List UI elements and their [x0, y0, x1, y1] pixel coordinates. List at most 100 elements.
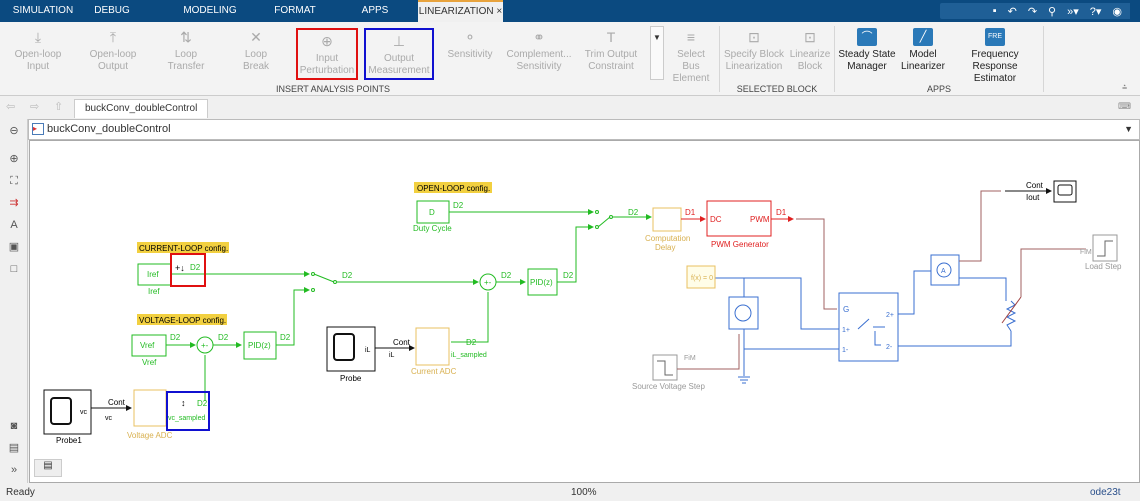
label: Measurement: [368, 65, 430, 76]
complementary-sensitivity-button[interactable]: ⚭Complement...Sensitivity: [503, 26, 575, 82]
solver-config-block[interactable]: f(x) = 0: [686, 265, 716, 289]
forward-icon[interactable]: ⇨: [30, 101, 40, 113]
hide-browser-icon[interactable]: ⊖: [9, 125, 19, 137]
variable-resistor[interactable]: [1001, 296, 1022, 332]
pid-current-block[interactable]: PID(z): [527, 268, 558, 296]
model-tab[interactable]: buckConv_doubleControl: [74, 99, 209, 118]
save-icon[interactable]: ▪: [992, 5, 997, 17]
tab-debug[interactable]: DEBUG: [94, 5, 130, 16]
wire[interactable]: [677, 334, 740, 370]
signal-lines-icon[interactable]: ⇉: [9, 197, 19, 209]
redo-icon[interactable]: ↷: [1027, 5, 1038, 18]
settings-icon[interactable]: ◉: [1112, 5, 1122, 18]
tab-apps[interactable]: APPS: [361, 5, 389, 16]
expand-icon[interactable]: »▾: [1067, 5, 1079, 18]
solver-link[interactable]: ode23t: [1090, 487, 1121, 498]
help-icon[interactable]: ?▾: [1089, 5, 1102, 18]
ammeter-block[interactable]: A: [930, 254, 960, 286]
tab-modeling[interactable]: MODELING: [183, 5, 237, 16]
sensitivity-button[interactable]: ⚬Sensitivity: [440, 26, 500, 82]
physical-connections[interactable]: [715, 270, 1012, 376]
signal-label: vc: [105, 415, 113, 422]
wire[interactable]: [959, 190, 1001, 262]
tab-simulation[interactable]: SIMULATION: [12, 5, 74, 16]
tab-linearization[interactable]: LINEARIZATION ×: [418, 0, 503, 22]
collapse-ribbon-icon[interactable]: ⩮: [1122, 82, 1128, 92]
status-bar: Ready 100% ode23t: [0, 484, 1140, 501]
wire[interactable]: [796, 218, 837, 310]
manual-switch-2[interactable]: [595, 210, 613, 229]
voltage-adc-block[interactable]: Voltage ADC: [127, 389, 173, 440]
svg-text:Vref: Vref: [140, 341, 155, 350]
breadcrumb-item[interactable]: buckConv_doubleControl: [47, 123, 171, 135]
screenshot-icon[interactable]: ◙: [10, 420, 18, 432]
open-loop-output-icon: ⤒: [109, 29, 117, 45]
sum-block-voltage[interactable]: +-: [196, 336, 214, 354]
sum-block-current[interactable]: +-: [479, 273, 497, 291]
back-icon[interactable]: ⇦: [6, 101, 16, 113]
expand-toolbar-icon[interactable]: »: [10, 464, 18, 476]
tab-format[interactable]: FORMAT: [274, 5, 316, 16]
section-label: APPS: [926, 84, 951, 94]
close-icon[interactable]: ×: [496, 6, 503, 17]
up-icon[interactable]: ⇧: [54, 101, 64, 113]
voltage-source-block[interactable]: [728, 296, 759, 330]
open-loop-input-icon: ⤓: [34, 29, 42, 45]
zoom-icon[interactable]: ⊕: [9, 153, 19, 165]
manual-switch-1[interactable]: [311, 272, 337, 292]
buck-converter-block[interactable]: G1+1-2+2-: [838, 292, 899, 362]
property-inspector-icon[interactable]: ▤: [8, 442, 20, 454]
linearize-block-icon: ⊡: [804, 29, 816, 45]
input-perturbation-marker[interactable]: +↓D2: [170, 253, 206, 287]
label: Linearization: [725, 61, 783, 72]
signal-label: D2: [466, 338, 477, 347]
current-adc-block[interactable]: Current ADC: [411, 327, 457, 376]
search-icon[interactable]: ⚲: [1048, 5, 1057, 18]
label: Sensitivity: [516, 61, 562, 72]
image-icon[interactable]: ▣: [8, 241, 20, 253]
undo-icon[interactable]: ↶: [1007, 5, 1017, 18]
label: Select Bus: [677, 49, 705, 72]
pid-voltage-block[interactable]: PID(z): [243, 331, 277, 360]
signal-label: Cont: [108, 398, 126, 407]
view-toggle-button[interactable]: ▤: [34, 459, 62, 477]
scope-block[interactable]: [1053, 180, 1077, 203]
model-canvas[interactable]: OPEN-LOOP config. CURRENT-LOOP config. V…: [29, 140, 1140, 483]
area-icon[interactable]: □: [10, 263, 18, 275]
svg-text:PID(z): PID(z): [530, 278, 553, 287]
wire[interactable]: [1020, 248, 1086, 297]
gallery-expand-button[interactable]: ▼: [650, 26, 664, 80]
annotation-icon[interactable]: A: [10, 219, 18, 231]
keyboard-icon[interactable]: ⌨: [1118, 101, 1131, 111]
svg-text:↕: ↕: [181, 398, 186, 408]
breadcrumb-dropdown-icon[interactable]: ▼: [1124, 124, 1133, 134]
svg-text:D: D: [429, 208, 435, 217]
svg-text:f(x) = 0: f(x) = 0: [691, 275, 713, 282]
fit-view-icon[interactable]: ⛶: [10, 175, 18, 187]
signal-wires[interactable]: [166, 209, 652, 401]
sensitivity-icon: ⚬: [464, 29, 476, 45]
